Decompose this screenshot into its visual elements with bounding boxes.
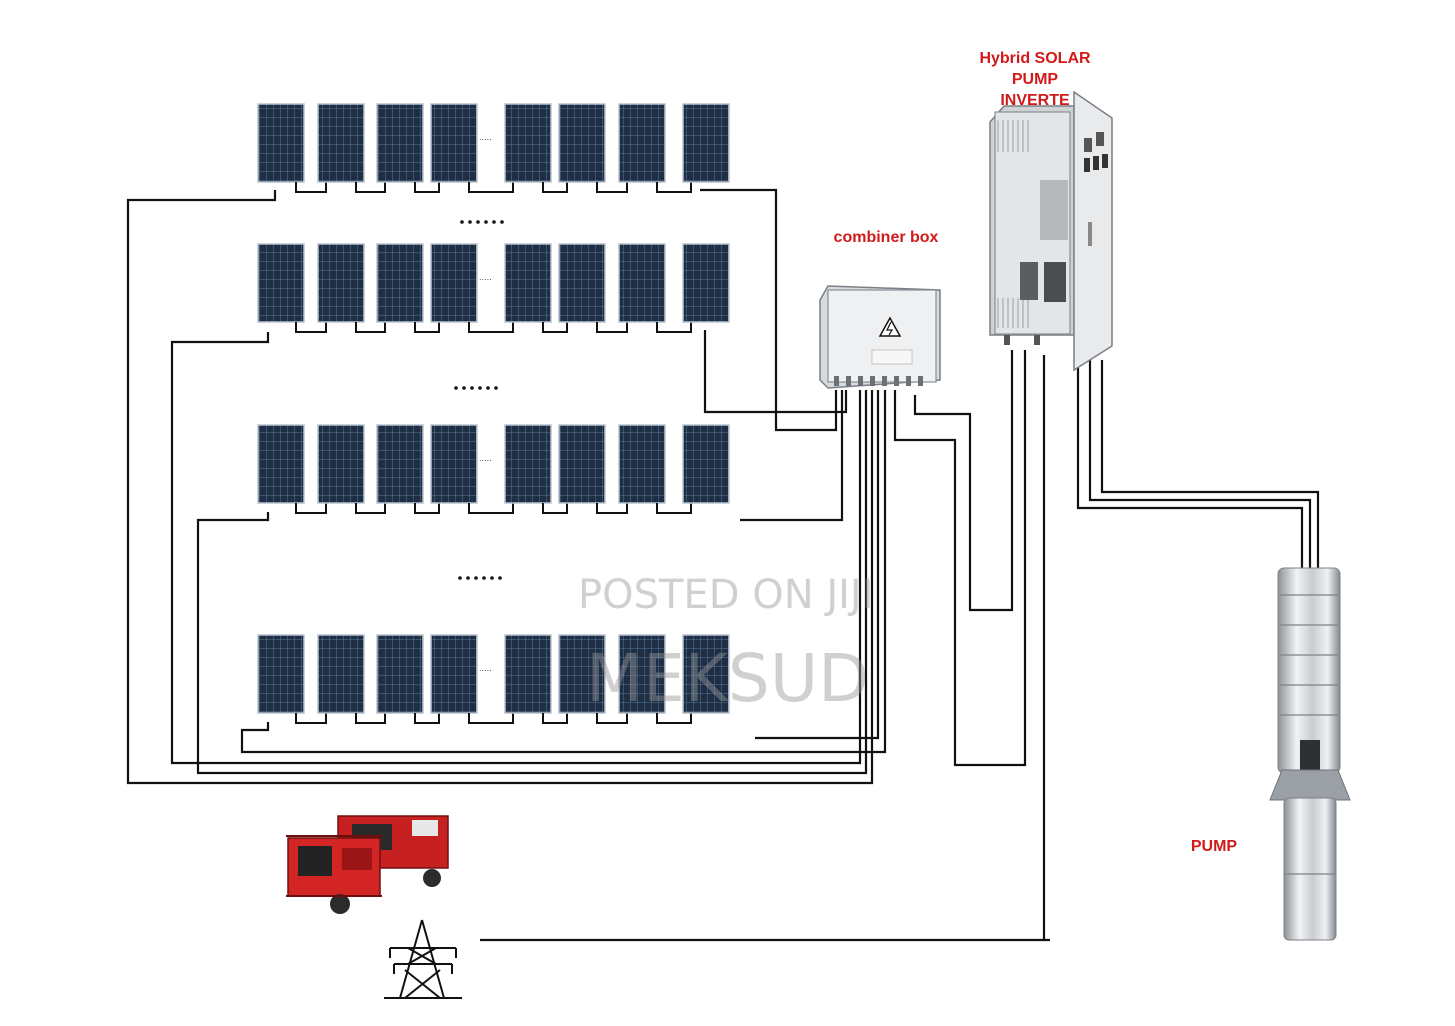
continuation-dots bbox=[454, 220, 504, 580]
warning-icon bbox=[878, 316, 902, 337]
solar-panel-icon bbox=[317, 243, 365, 323]
wire-row3-return bbox=[196, 390, 868, 775]
solar-panel-icon bbox=[504, 634, 552, 714]
panel-series-link bbox=[542, 713, 568, 724]
panel-gap-mark: ..... bbox=[479, 133, 492, 142]
watermark-line2: MEKSUD bbox=[586, 640, 869, 717]
solar-panel-icon bbox=[558, 243, 606, 323]
solar-panel-icon bbox=[618, 103, 666, 183]
power-pylon-icon bbox=[384, 919, 462, 999]
panel-series-link bbox=[355, 713, 386, 724]
wire-inverter-to-pump-2 bbox=[1088, 360, 1312, 568]
wiring bbox=[126, 188, 1320, 942]
inverter-label: Hybrid SOLAR PUMP INVERTE bbox=[962, 48, 1108, 111]
panel-series-link bbox=[656, 713, 692, 724]
panel-series-link bbox=[542, 322, 568, 333]
panel-series-link bbox=[414, 713, 440, 724]
solar-panel-icon bbox=[618, 424, 666, 504]
solar-panel-icon bbox=[618, 634, 666, 714]
panel-series-link bbox=[468, 503, 514, 514]
panel-series-link bbox=[468, 182, 514, 193]
panel-series-link bbox=[295, 322, 327, 333]
combiner-box-label: combiner box bbox=[833, 229, 939, 246]
submersible-pump-icon bbox=[1269, 567, 1351, 941]
solar-panel-icon bbox=[257, 424, 305, 504]
wire-grid-to-inverter bbox=[480, 355, 1050, 942]
panel-series-link bbox=[295, 713, 327, 724]
watermark-line1: POSTED ON JIJI bbox=[578, 572, 874, 618]
solar-panel-icon bbox=[682, 103, 730, 183]
inverter-label-line3: INVERTE bbox=[1000, 92, 1070, 109]
panel-series-link bbox=[295, 182, 327, 193]
inverter-label-line1: Hybrid SOLAR bbox=[979, 50, 1091, 67]
wire-inverter-to-pump-1 bbox=[1076, 360, 1304, 568]
panel-gap-mark: ..... bbox=[479, 454, 492, 463]
generator-icon bbox=[286, 815, 449, 914]
wire-inverter-to-pump-3 bbox=[1100, 360, 1320, 568]
combiner-box-icon bbox=[819, 285, 941, 389]
panel-series-link bbox=[468, 322, 514, 333]
panel-series-link bbox=[656, 503, 692, 514]
panel-series-link bbox=[596, 182, 628, 193]
solar-panel-icon bbox=[317, 424, 365, 504]
panel-series-link bbox=[468, 713, 514, 724]
panel-series-link bbox=[355, 503, 386, 514]
wire-row1-return bbox=[126, 190, 874, 785]
solar-panel-icon bbox=[376, 243, 424, 323]
solar-panel-icon bbox=[430, 103, 478, 183]
panel-series-link bbox=[414, 182, 440, 193]
panel-series-link bbox=[656, 322, 692, 333]
solar-panel-icon bbox=[682, 634, 730, 714]
wire-row4-out bbox=[755, 390, 880, 740]
panel-series-link bbox=[414, 503, 440, 514]
panel-series-link bbox=[542, 182, 568, 193]
inverter-cabinet-icon bbox=[989, 90, 1113, 372]
wire-row3-out bbox=[740, 390, 844, 522]
wire-row1-out bbox=[700, 188, 838, 432]
panel-series-link bbox=[542, 503, 568, 514]
solar-panel-icon bbox=[257, 243, 305, 323]
panel-series-link bbox=[355, 182, 386, 193]
panel-series-link bbox=[596, 322, 628, 333]
solar-panel-icon bbox=[376, 424, 424, 504]
wire-combiner-to-inverter-2 bbox=[913, 350, 1014, 612]
solar-panel-icon bbox=[504, 243, 552, 323]
solar-panel-icon bbox=[618, 243, 666, 323]
panel-series-link bbox=[596, 503, 628, 514]
solar-panel-icon bbox=[317, 634, 365, 714]
solar-panel-icon bbox=[317, 103, 365, 183]
wire-row2-out bbox=[703, 330, 848, 414]
solar-panel-array: .................... bbox=[257, 103, 730, 724]
inverter-label-line2: PUMP bbox=[1011, 71, 1059, 88]
panel-gap-mark: ..... bbox=[479, 664, 492, 673]
wire-row2-return bbox=[170, 332, 862, 765]
solar-panel-icon bbox=[430, 424, 478, 504]
solar-panel-icon bbox=[682, 243, 730, 323]
solar-panel-icon bbox=[558, 634, 606, 714]
panel-series-link bbox=[596, 713, 628, 724]
solar-panel-icon bbox=[376, 103, 424, 183]
solar-panel-icon bbox=[430, 243, 478, 323]
panel-series-link bbox=[414, 322, 440, 333]
solar-panel-icon bbox=[257, 634, 305, 714]
wire-row4-return bbox=[240, 390, 887, 754]
pump-label: PUMP bbox=[1190, 838, 1238, 855]
solar-panel-icon bbox=[504, 424, 552, 504]
wire-combiner-to-inverter-1 bbox=[893, 350, 1027, 767]
solar-panel-icon bbox=[257, 103, 305, 183]
panel-gap-mark: ..... bbox=[479, 273, 492, 282]
solar-panel-icon bbox=[682, 424, 730, 504]
solar-panel-icon bbox=[376, 634, 424, 714]
panel-series-link bbox=[656, 182, 692, 193]
solar-panel-icon bbox=[504, 103, 552, 183]
panel-series-link bbox=[355, 322, 386, 333]
solar-panel-icon bbox=[558, 424, 606, 504]
solar-panel-icon bbox=[430, 634, 478, 714]
solar-panel-icon bbox=[558, 103, 606, 183]
panel-series-link bbox=[295, 503, 327, 514]
